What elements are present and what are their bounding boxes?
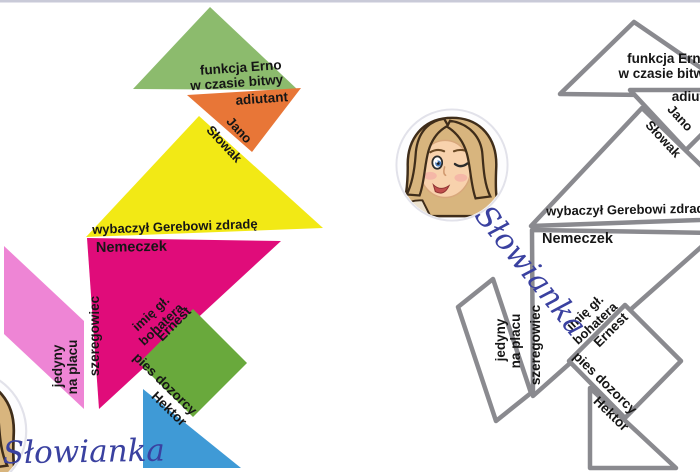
outline-label-jedyny-line2: na placu bbox=[508, 314, 523, 369]
outline-yellow-big-triangle bbox=[528, 105, 700, 229]
label-wybaczyl: wybaczył Gerebowi zdradę bbox=[91, 216, 258, 237]
outline-green-square bbox=[566, 302, 684, 421]
label-szeregowiec: szeregowiec bbox=[87, 295, 102, 376]
label-funkcja-erno-line2: w czasie bitwy bbox=[189, 72, 284, 94]
outline-label-funkcja-erno-line1: funkcja Erno bbox=[627, 51, 700, 66]
tangram-colored-figure bbox=[4, 7, 323, 468]
outline-pink-parallelogram bbox=[455, 276, 534, 424]
top-border-line bbox=[0, 0, 700, 3]
outline-orange-triangle bbox=[627, 87, 700, 153]
outline-label-szeregowiec: szeregowiec bbox=[528, 304, 543, 385]
label-funkcja-erno-line1: funkcja Erno bbox=[199, 57, 282, 78]
piece-yellow-big-triangle[interactable] bbox=[86, 116, 323, 237]
piece-orange-triangle[interactable] bbox=[187, 88, 301, 152]
label-jedyny-line1: jedyny bbox=[50, 344, 65, 388]
outline-label-wybaczyl: wybaczył Gerebowi zdradę bbox=[545, 201, 700, 219]
piece-green-square[interactable] bbox=[139, 309, 247, 417]
piece-pink-parallelogram[interactable] bbox=[4, 246, 84, 409]
label-nemeczek: Nemeczek bbox=[96, 239, 168, 256]
outline-label-nemeczek: Nemeczek bbox=[542, 231, 614, 247]
outline-label-jedyny-line1: jedyny bbox=[493, 318, 508, 362]
label-jedyny-line2: na placu bbox=[65, 340, 80, 395]
signature-slowianka-left: Słowianka bbox=[2, 433, 165, 472]
tangram-outline-figure bbox=[455, 19, 700, 471]
outline-blue-triangle bbox=[587, 385, 679, 471]
label-adiutant: adiutant bbox=[235, 89, 289, 108]
outline-label-adiutant: adiutant bbox=[672, 89, 700, 104]
piece-green-big-triangle[interactable] bbox=[133, 7, 298, 90]
outline-label-funkcja-erno-line2: w czasie bitwy bbox=[617, 66, 700, 81]
piece-blue-triangle[interactable] bbox=[143, 389, 241, 468]
